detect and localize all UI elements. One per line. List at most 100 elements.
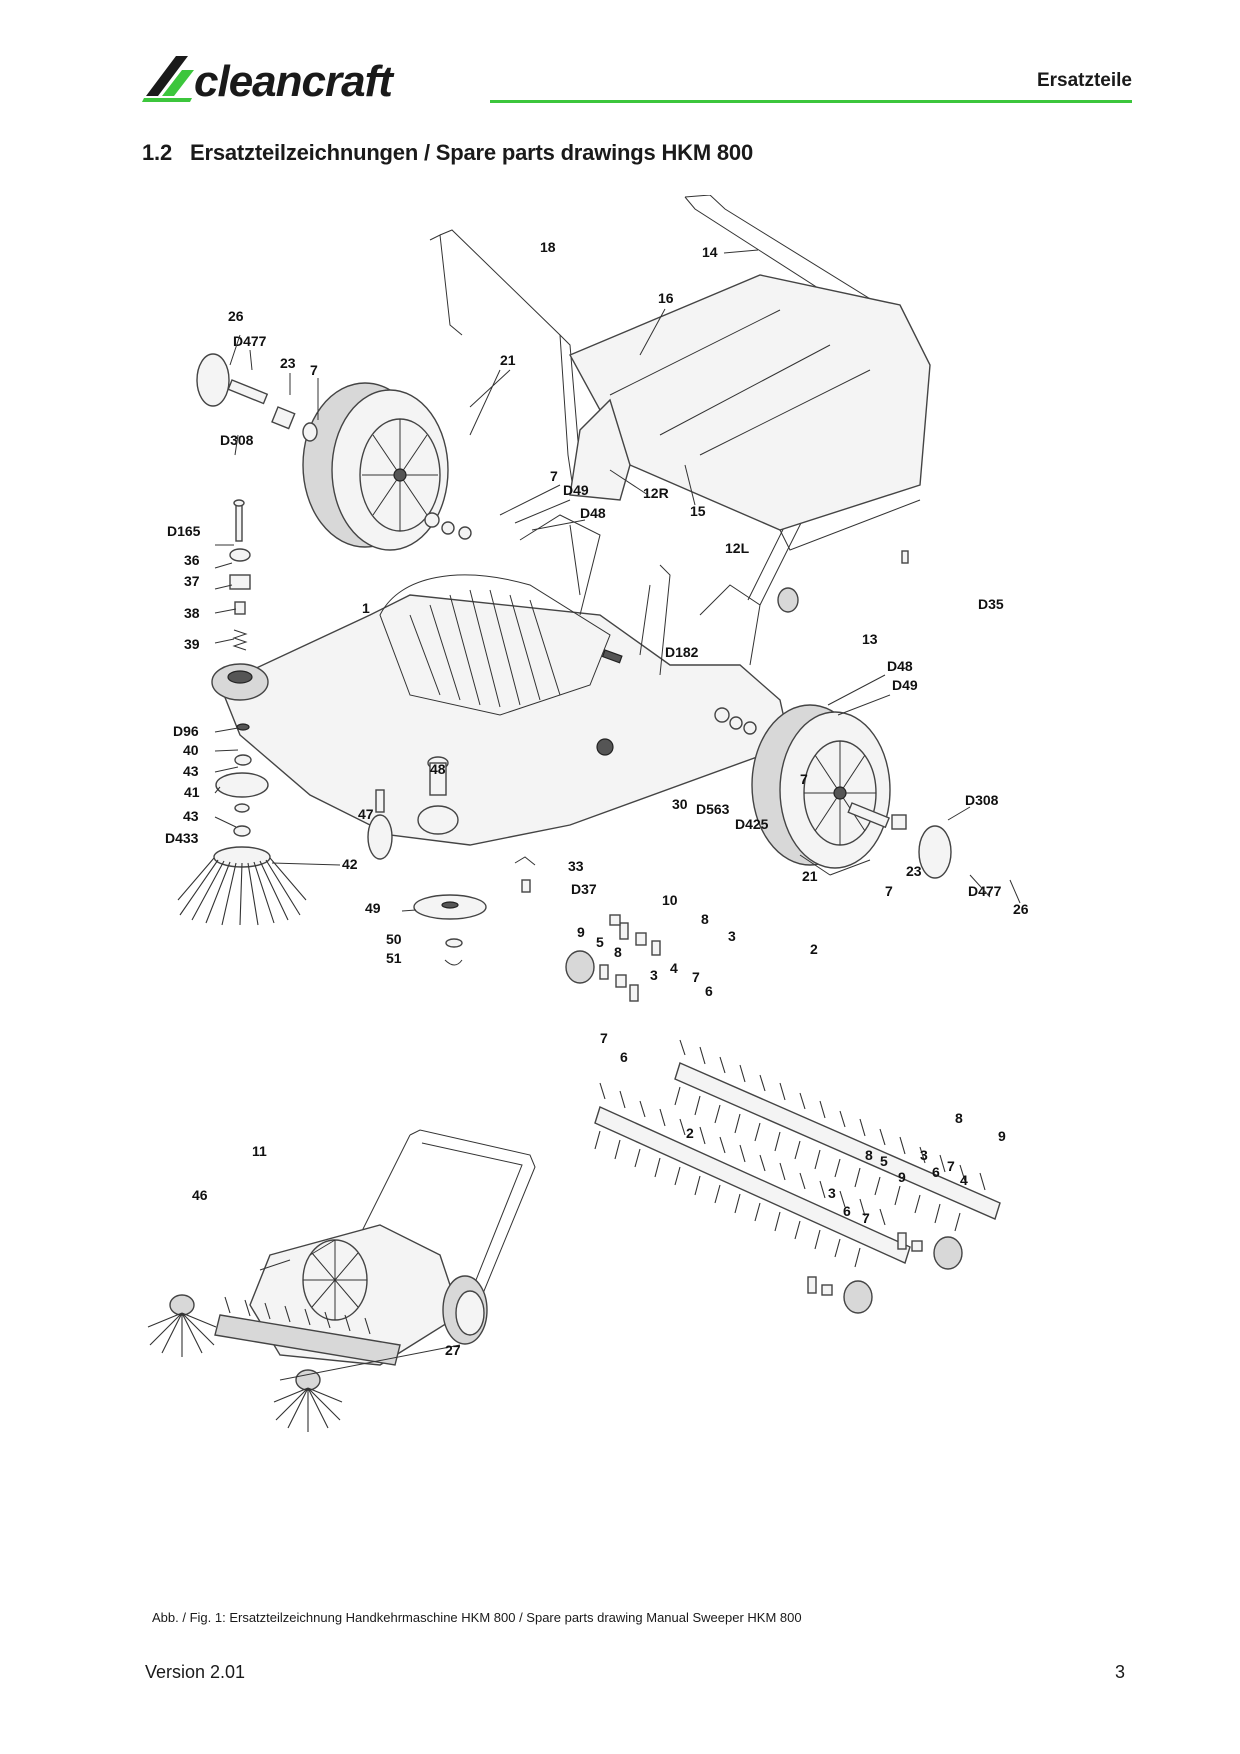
label-6: 6 — [932, 1164, 940, 1180]
leader-lines — [214, 249, 1021, 912]
label-4: 4 — [670, 960, 678, 976]
label-d35: D35 — [978, 596, 1004, 612]
heading-text: Ersatzteilzeichnungen / Spare parts draw… — [190, 140, 753, 165]
label-27: 27 — [445, 1342, 461, 1358]
label-3: 3 — [828, 1185, 836, 1201]
label-d48: D48 — [887, 658, 913, 674]
section-title: Ersatzteile — [1036, 70, 1132, 91]
spare-parts-drawing: 18 14 16 26 D477 23 7 21 D308 7 D49 D48 … — [140, 194, 1120, 1595]
label-7: 7 — [692, 969, 700, 985]
label-30: 30 — [672, 796, 688, 812]
label-7: 7 — [862, 1210, 870, 1226]
label-10: 10 — [662, 892, 678, 908]
label-40: 40 — [183, 742, 199, 758]
caster-48 — [417, 756, 459, 835]
brush-end-parts — [565, 914, 963, 1314]
label-18: 18 — [540, 239, 556, 255]
label-21: 21 — [500, 352, 516, 368]
label-5: 5 — [596, 934, 604, 950]
label-3: 3 — [728, 928, 736, 944]
label-38: 38 — [184, 605, 200, 621]
axle-parts-left — [196, 353, 472, 540]
label-d49: D49 — [892, 677, 918, 693]
label-6: 6 — [705, 983, 713, 999]
label-7: 7 — [600, 1030, 608, 1046]
label-d48: D48 — [580, 505, 606, 521]
label-12l: 12L — [725, 540, 750, 556]
label-7: 7 — [947, 1158, 955, 1174]
label-d49: D49 — [563, 482, 589, 498]
label-42: 42 — [342, 856, 358, 872]
caster-47 — [367, 789, 393, 860]
screw-d35 — [901, 550, 909, 564]
label-41: 41 — [184, 784, 200, 800]
label-6: 6 — [843, 1203, 851, 1219]
label-7: 7 — [550, 468, 558, 484]
logo-mark-icon — [142, 56, 194, 102]
dust-flap-15 — [569, 398, 631, 501]
label-16: 16 — [658, 290, 674, 306]
label-21: 21 — [802, 868, 818, 884]
assembled-sweeper — [147, 1129, 536, 1432]
label-d425: D425 — [735, 816, 769, 832]
label-36: 36 — [184, 552, 200, 568]
label-2: 2 — [810, 941, 818, 957]
label-13: 13 — [862, 631, 878, 647]
label-9: 9 — [577, 924, 585, 940]
figure-caption: Abb. / Fig. 1: Ersatzteilzeichnung Handk… — [152, 1610, 802, 1625]
label-8: 8 — [865, 1147, 873, 1163]
label-46: 46 — [192, 1187, 208, 1203]
label-2: 2 — [686, 1125, 694, 1141]
label-14: 14 — [702, 244, 718, 260]
wheel-21-right — [714, 704, 891, 869]
label-43: 43 — [183, 808, 199, 824]
label-9: 9 — [898, 1169, 906, 1185]
label-23: 23 — [906, 863, 922, 879]
label-12r: 12R — [643, 485, 669, 501]
version-text: Version 2.01 — [145, 1662, 246, 1682]
label-7: 7 — [310, 362, 318, 378]
label-8: 8 — [614, 944, 622, 960]
label-d433: D433 — [165, 830, 199, 846]
label-8: 8 — [701, 911, 709, 927]
label-4: 4 — [960, 1172, 968, 1188]
label-5: 5 — [880, 1153, 888, 1169]
label-48: 48 — [430, 761, 446, 777]
label-50: 50 — [386, 931, 402, 947]
label-51: 51 — [386, 950, 402, 966]
side-brush-stack — [177, 499, 307, 926]
brand-logo: cleancraft — [142, 52, 482, 110]
label-d96: D96 — [173, 723, 199, 739]
clip-33 — [514, 856, 536, 893]
label-d182: D182 — [665, 644, 699, 660]
disc-49 — [413, 894, 487, 966]
label-d563: D563 — [696, 801, 730, 817]
brush-roller-2-upper — [674, 1039, 1001, 1232]
label-d308: D308 — [965, 792, 999, 808]
logo-wordmark: cleancraft — [194, 57, 395, 106]
label-9: 9 — [998, 1128, 1006, 1144]
heading-number: 1.2 — [142, 140, 172, 165]
label-49: 49 — [365, 900, 381, 916]
label-d477: D477 — [233, 333, 267, 349]
label-7: 7 — [800, 771, 808, 787]
label-11: 11 — [252, 1143, 267, 1159]
label-33: 33 — [568, 858, 584, 874]
axle-parts-right — [847, 802, 952, 879]
label-3: 3 — [650, 967, 658, 983]
label-37: 37 — [184, 573, 200, 589]
label-3: 3 — [920, 1147, 928, 1163]
page-heading: 1.2 Ersatzteilzeichnungen / Spare parts d… — [142, 140, 753, 166]
label-23: 23 — [280, 355, 296, 371]
wheel-21-left — [302, 382, 449, 551]
label-39: 39 — [184, 636, 200, 652]
label-8: 8 — [955, 1110, 963, 1126]
part-labels: 18 14 16 26 D477 23 7 21 D308 7 D49 D48 … — [165, 239, 1029, 1358]
header-divider — [490, 100, 1132, 103]
label-26: 26 — [1013, 901, 1029, 917]
label-47: 47 — [358, 806, 374, 822]
label-6: 6 — [620, 1049, 628, 1065]
label-d37: D37 — [571, 881, 597, 897]
label-1: 1 — [362, 600, 370, 616]
knob-13 — [777, 587, 799, 613]
